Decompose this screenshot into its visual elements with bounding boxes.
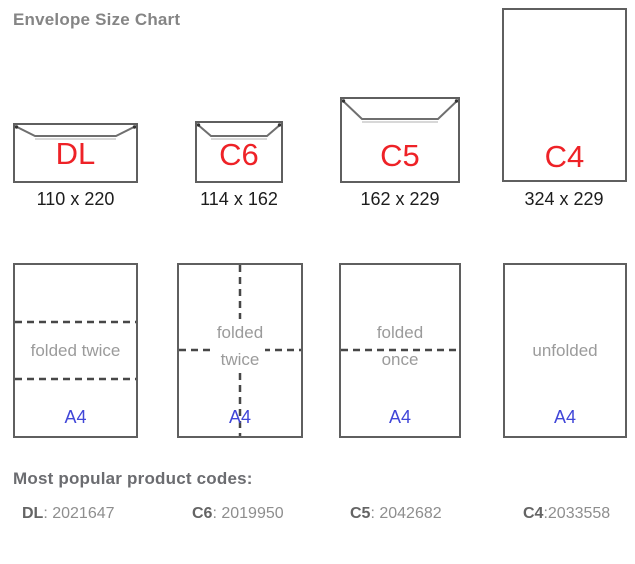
product-code-separator: : — [370, 505, 380, 522]
envelope-flap-graphic — [15, 125, 136, 140]
fold-description: folded twice — [30, 341, 121, 360]
envelope-size-label: 324 x 229 — [524, 189, 604, 209]
product-codes-heading: Most popular product codes: — [13, 469, 253, 488]
page-title: Envelope Size Chart — [13, 10, 181, 29]
envelope-size-label: 162 x 229 — [360, 189, 440, 209]
envelope-flap-graphic — [342, 99, 458, 123]
fold-description-line1: folded — [376, 323, 424, 342]
envelope-size-label: 114 x 162 — [200, 189, 278, 209]
product-code-format: DL — [22, 505, 44, 522]
envelope-code-label: DL — [55, 136, 96, 171]
fold-description-line2: twice — [214, 346, 266, 373]
fold-description: folded twice — [179, 319, 301, 373]
paper-format-label: A4 — [553, 407, 577, 427]
paper-format-label: A4 — [228, 407, 252, 427]
product-code-separator: : — [212, 505, 222, 522]
a4-sheet-folded-once: folded once A4 — [339, 263, 461, 438]
a4-sheet-folded-twice: folded twice A4 — [13, 263, 138, 438]
product-code-c4: C4:2033558 — [523, 503, 610, 525]
product-code-format: C4 — [523, 505, 544, 522]
fold-description: folded once — [341, 319, 459, 373]
product-code-c6: C6: 2019950 — [192, 503, 284, 525]
product-code-separator: : — [543, 505, 548, 522]
envelope-dl: DL — [13, 123, 138, 183]
fold-lines-graphic — [341, 348, 459, 352]
product-code-format: C5 — [350, 505, 371, 522]
product-code-value: 2033558 — [547, 505, 611, 522]
product-code-separator: : — [43, 505, 53, 522]
fold-description-line2: once — [381, 350, 419, 369]
product-code-format: C6 — [192, 505, 213, 522]
paper-format-label: A4 — [388, 407, 412, 427]
envelope-c6: C6 — [195, 121, 283, 183]
fold-lines-graphic — [15, 320, 136, 381]
envelope-c5: C5 — [340, 97, 460, 183]
a4-sheet-unfolded: unfolded A4 — [503, 263, 627, 438]
envelope-code-label: C6 — [219, 137, 259, 172]
envelope-code-label: C4 — [544, 139, 585, 174]
product-code-c5: C5: 2042682 — [350, 503, 442, 525]
envelope-c4: C4 — [502, 8, 627, 182]
envelope-code-label: C5 — [380, 138, 420, 173]
product-code-dl: DL: 2021647 — [22, 503, 115, 525]
product-code-value: 2019950 — [221, 505, 284, 522]
product-code-value: 2042682 — [379, 505, 442, 522]
paper-format-label: A4 — [64, 407, 87, 427]
fold-description-line1: folded — [210, 319, 270, 346]
a4-sheet-folded-twice-cross: folded twice A4 — [177, 263, 303, 438]
envelope-size-label: 110 x 220 — [36, 189, 115, 209]
fold-description: unfolded — [532, 341, 598, 360]
product-code-value: 2021647 — [52, 505, 115, 522]
envelope-flap-graphic — [197, 123, 281, 140]
